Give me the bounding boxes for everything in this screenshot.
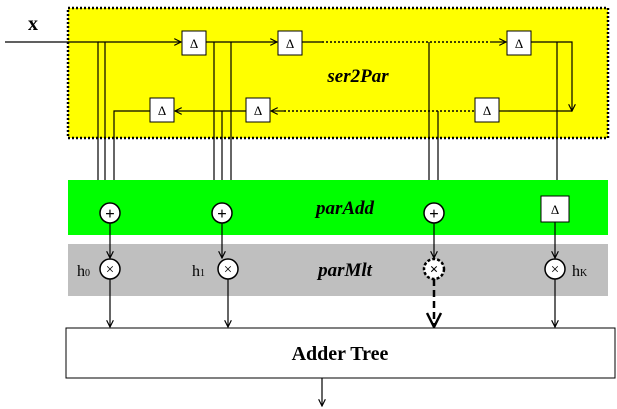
svg-text:Δ: Δ	[286, 36, 294, 51]
delay-paradd: Δ	[540, 195, 570, 223]
parmlt-block	[68, 244, 608, 296]
svg-text:Δ: Δ	[190, 36, 198, 51]
adder-2: +	[211, 202, 233, 224]
multiplier-1: ×	[99, 258, 121, 280]
adder-tree-block	[65, 327, 616, 379]
svg-text:×: ×	[106, 262, 114, 278]
svg-text:Δ: Δ	[515, 36, 523, 51]
svg-text:+: +	[217, 204, 227, 223]
coef-h0: h0	[77, 263, 90, 280]
adder-3: +	[423, 202, 445, 224]
svg-text:Δ: Δ	[551, 202, 559, 217]
delay-bottom-3: Δ	[149, 97, 175, 123]
chain-top-out	[531, 41, 572, 111]
coef-hk: hK	[572, 263, 588, 280]
chain-bottom-out	[114, 110, 150, 205]
delay-top-3: Δ	[506, 30, 532, 56]
svg-text:Δ: Δ	[158, 103, 166, 118]
adder-1: +	[99, 202, 121, 224]
svg-text:Δ: Δ	[254, 103, 262, 118]
svg-text:+: +	[105, 204, 115, 223]
svg-text:×: ×	[224, 262, 232, 278]
paradd-label: parAdd	[314, 198, 375, 219]
parmlt-label: parMlt	[316, 260, 373, 281]
delay-top-1: Δ	[181, 30, 207, 56]
adder-tree-label: Adder Tree	[292, 343, 389, 365]
svg-text:×: ×	[551, 262, 559, 278]
paradd-block	[68, 180, 608, 235]
svg-text:×: ×	[430, 262, 439, 278]
svg-text:+: +	[429, 204, 439, 223]
multiplier-2: ×	[217, 258, 239, 280]
input-x-label: x	[28, 13, 38, 35]
multiplier-3: ×	[422, 257, 446, 281]
coef-h1: h1	[192, 263, 205, 280]
delay-bottom-2: Δ	[245, 97, 271, 123]
multiplier-4: ×	[544, 258, 566, 280]
delay-top-2: Δ	[277, 30, 303, 56]
svg-text:Δ: Δ	[483, 103, 491, 118]
ser2par-label: ser2Par	[326, 66, 389, 87]
delay-bottom-1: Δ	[474, 97, 500, 123]
